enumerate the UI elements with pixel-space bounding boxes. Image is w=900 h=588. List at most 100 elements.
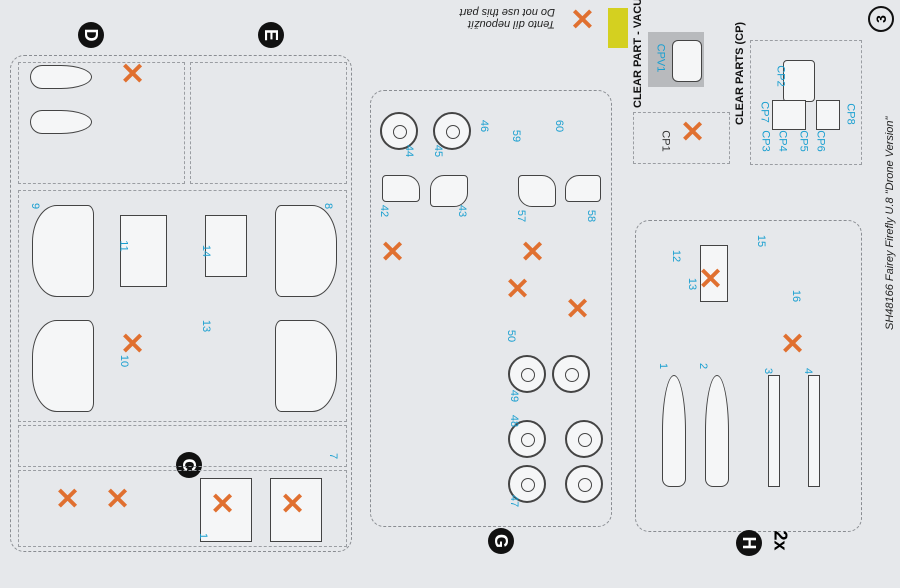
- part-57: [518, 175, 556, 207]
- sprue-e-label: E: [258, 22, 284, 48]
- cp-frame: [750, 40, 862, 165]
- do-not-use-icon: ✕: [120, 328, 146, 361]
- part-number: 58: [585, 209, 598, 223]
- part-c-panel: [270, 478, 322, 542]
- sprue-d-label: D: [78, 22, 104, 48]
- part-number: 4: [802, 367, 815, 375]
- part-h-4: [808, 375, 820, 487]
- part-number: 49: [508, 389, 521, 403]
- sprue-g-label: G: [488, 528, 514, 554]
- do-not-use-icon: ✕: [55, 483, 81, 516]
- part-number: 15: [755, 234, 768, 248]
- do-not-use-icon: ✕: [380, 236, 406, 269]
- do-not-use-icon: ✕: [520, 236, 546, 269]
- do-not-use-icon: ✕: [569, 1, 595, 34]
- sprue-wings: [18, 190, 347, 422]
- part-cp2: [783, 60, 815, 102]
- part-number: 45: [432, 144, 445, 158]
- cp5-label: CP5: [797, 130, 810, 152]
- part-number: 43: [456, 204, 469, 218]
- part-number: 42: [378, 204, 391, 218]
- sprue-small-parts: [18, 425, 347, 467]
- part-47: [565, 465, 603, 503]
- do-not-use-icon: ✕: [210, 488, 236, 521]
- cpv1-label: CPV1: [654, 43, 667, 73]
- part-number: 7: [327, 452, 340, 460]
- sprue-h-count: 2x: [770, 530, 791, 551]
- part-drop-tank: [30, 110, 92, 134]
- part-number: 9: [29, 202, 42, 210]
- legend-line-2: Do not use this part: [459, 6, 555, 18]
- page-number: 3: [868, 6, 894, 32]
- sprue-g-frame: [370, 90, 612, 527]
- part-number: 2: [697, 362, 710, 370]
- part-11: [120, 215, 167, 287]
- part-number: 13: [200, 319, 213, 333]
- part-number: 3: [762, 367, 775, 375]
- part-49: [552, 355, 590, 393]
- cp1-label: CP1: [659, 130, 672, 152]
- part-number: 11: [117, 240, 130, 252]
- part-wing-right: [275, 205, 337, 297]
- part-number: 16: [790, 289, 803, 303]
- part-48: [565, 420, 603, 458]
- part-49: [508, 355, 546, 393]
- part-47: [508, 465, 546, 503]
- part-number: 46: [478, 119, 491, 133]
- cp4-label: CP4: [776, 130, 789, 152]
- legend: ✕ Tento díl nepoužít Do not use this par…: [425, 1, 595, 34]
- sprue-d-upper: [18, 62, 185, 184]
- part-number: 10: [118, 354, 131, 368]
- part-44: [380, 112, 418, 150]
- cp2-label: CP2: [774, 65, 787, 87]
- part-cp8: [816, 100, 840, 130]
- sprue-c-lower: [18, 470, 347, 547]
- part-number: 14: [200, 244, 213, 258]
- cpv1-canopy: [672, 40, 702, 82]
- part-number: 13: [686, 277, 699, 291]
- vacu-badge: [608, 8, 628, 48]
- part-wing-right-lower: [275, 320, 337, 412]
- part-number: 47: [508, 494, 521, 508]
- sprue-e-upper: [190, 62, 347, 184]
- part-48: [508, 420, 546, 458]
- cp8-label: CP8: [844, 103, 857, 125]
- part-wing-left-lower: [32, 320, 94, 412]
- part-number: 57: [515, 209, 528, 223]
- do-not-use-icon: ✕: [105, 483, 131, 516]
- page-title: SH48166 Fairey Firefly U.8 "Drone Versio…: [884, 116, 896, 330]
- part-h-13: [700, 245, 728, 302]
- part-number: 1: [197, 532, 210, 540]
- clear-part-vacu-label: CLEAR PART - VACU: [632, 0, 644, 108]
- part-number: 1: [657, 362, 670, 370]
- part-number: 59: [510, 129, 523, 143]
- part-number: 44: [403, 144, 416, 158]
- do-not-use-icon: ✕: [120, 58, 146, 91]
- part-14: [205, 215, 247, 277]
- part-h-2: [705, 375, 729, 487]
- legend-line-1: Tento díl nepoužít: [467, 18, 555, 30]
- sprue-h-label: H: [736, 530, 762, 556]
- part-number: 12: [670, 249, 683, 263]
- part-42: [382, 175, 420, 202]
- part-number: 60: [553, 119, 566, 133]
- part-43: [430, 175, 468, 207]
- do-not-use-icon: ✕: [680, 116, 706, 149]
- do-not-use-icon: ✕: [780, 328, 806, 361]
- do-not-use-icon: ✕: [698, 263, 724, 296]
- part-drop-tank: [30, 65, 92, 89]
- cp6-label: CP6: [814, 130, 827, 152]
- do-not-use-icon: ✕: [505, 273, 531, 306]
- part-h-3: [768, 375, 780, 487]
- part-58: [565, 175, 601, 202]
- cp3-label: CP3: [759, 130, 772, 152]
- cp1-frame: [633, 112, 730, 164]
- part-number: 8: [322, 202, 335, 210]
- part-c-panel: [200, 478, 252, 542]
- sprue-d-e-c-frame: [10, 55, 352, 552]
- part-cp7: [772, 100, 806, 130]
- clear-parts-cp-label: CLEAR PARTS (CP): [734, 21, 746, 125]
- part-h-1: [662, 375, 686, 487]
- part-number: 50: [505, 329, 518, 343]
- part-45: [433, 112, 471, 150]
